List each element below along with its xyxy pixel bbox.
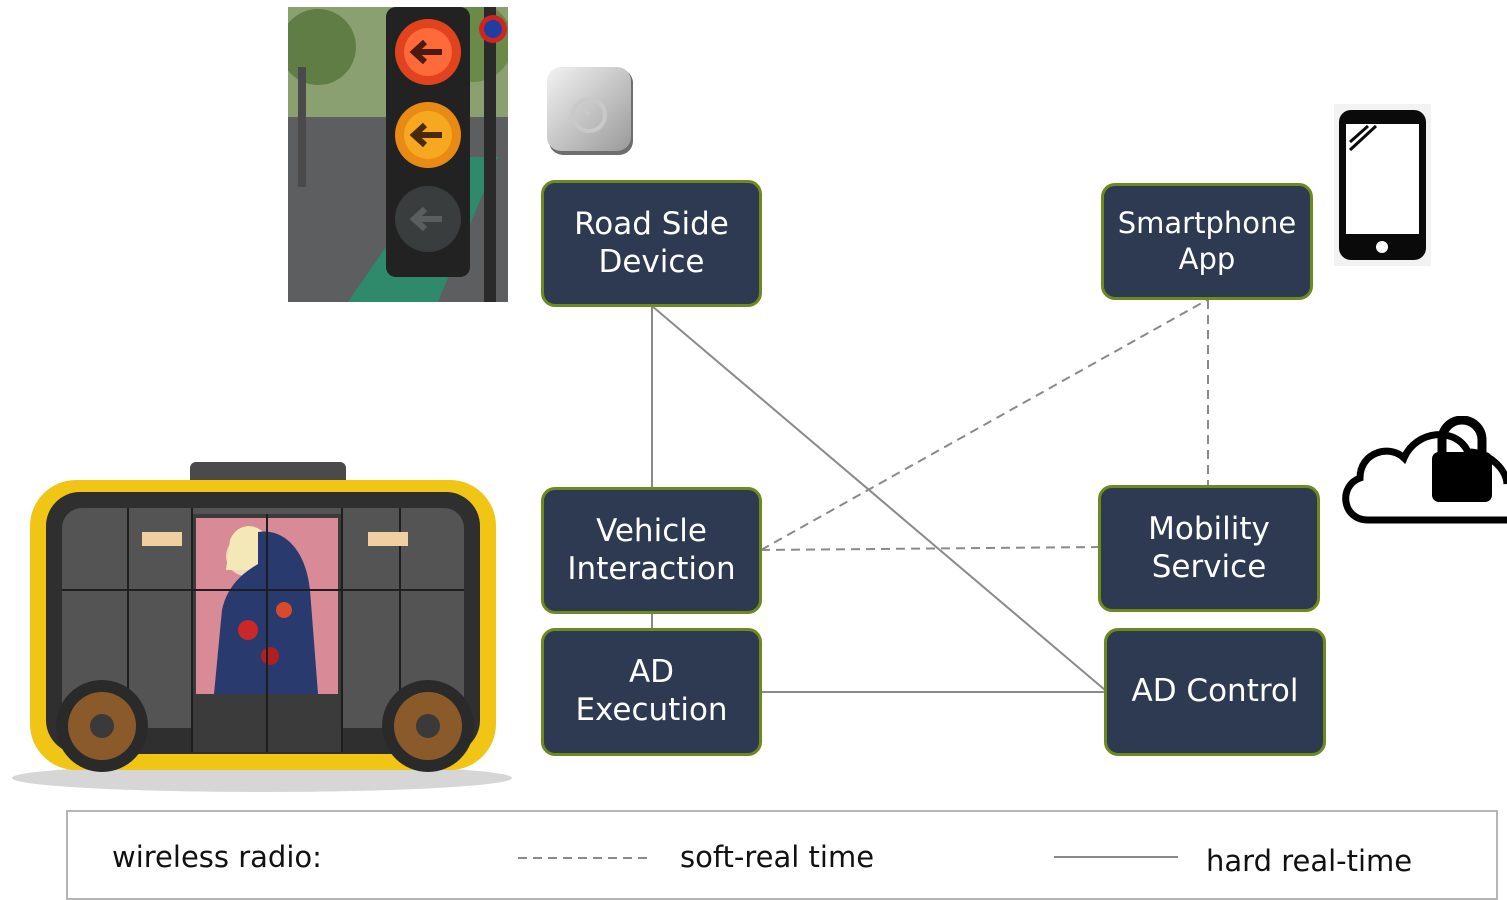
link-vehicle-mobility <box>760 546 1101 551</box>
legend-title: wireless radio: <box>112 840 322 874</box>
node-ad-execution: AD Execution <box>541 628 762 756</box>
node-smartphone-app: Smartphone App <box>1101 183 1313 300</box>
node-vehicle-interaction: Vehicle Interaction <box>541 487 762 614</box>
node-road-side-device: Road Side Device <box>541 180 762 307</box>
node-ad-control: AD Control <box>1104 628 1326 756</box>
legend-hard-label: hard real-time <box>1206 844 1413 878</box>
node-vehicle-interaction-label: Vehicle Interaction <box>567 512 736 587</box>
node-mobility-service: Mobility Service <box>1098 485 1320 612</box>
legend-soft-label: soft-real time <box>680 840 875 874</box>
link-vehicle-smartphone <box>760 299 1208 551</box>
cloud-lock-icon <box>1342 416 1507 524</box>
legend-solid-line-sample <box>1054 856 1178 858</box>
node-smartphone-app-label: Smartphone App <box>1117 206 1297 276</box>
legend-dashed-line-sample <box>518 857 648 859</box>
node-road-side-device-label: Road Side Device <box>574 205 729 280</box>
legend: wireless radio: soft-real time hard real… <box>66 810 1498 900</box>
node-ad-control-label: AD Control <box>1131 673 1299 710</box>
shuttle-bus-photo <box>8 460 516 794</box>
smartphone-icon <box>1334 104 1431 266</box>
node-mobility-service-label: Mobility Service <box>1148 510 1270 585</box>
road-side-device-icon <box>547 67 633 155</box>
link-roadside-adcontrol <box>651 305 1106 691</box>
node-ad-execution-label: AD Execution <box>575 654 728 728</box>
traffic-light-photo <box>288 7 508 302</box>
